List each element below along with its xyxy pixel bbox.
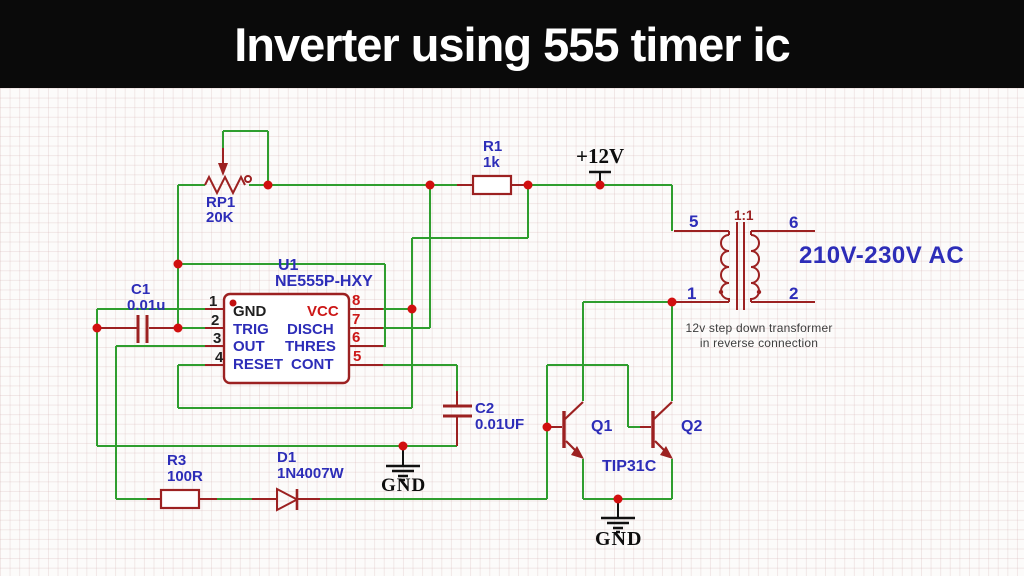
transistor-q1-symbol: [562, 401, 584, 459]
rp1-value-label: 20K: [206, 209, 234, 226]
transistor-q2-symbol: [651, 401, 673, 459]
rp1-ref-label: RP1: [206, 194, 236, 211]
q1-emitter-arrow: [571, 446, 584, 459]
transformer-note-line1: 12v step down transformer: [685, 321, 833, 335]
transformer-primary-coil: [720, 234, 730, 300]
transformer-phase-dot-right: [756, 289, 762, 295]
d1-anode-triangle: [276, 487, 300, 512]
diode-d1-symbol: [276, 487, 300, 512]
transformer-note-line2: in reverse connection: [699, 336, 819, 350]
transformer-pin2-label: 2: [789, 284, 799, 303]
gnd-label-2: GND: [595, 528, 643, 550]
resistor-r3-symbol: [159, 488, 201, 510]
transformer-symbol: [718, 222, 762, 310]
wires: [96, 130, 673, 500]
c1-value-label: 0.01u: [127, 297, 166, 314]
u1-value-label: NE555P-HXY: [275, 273, 373, 290]
wire-pot-wiper-loop: [222, 130, 269, 185]
q1-collector-emitter: [564, 401, 584, 456]
gnd1-bars: [386, 464, 420, 482]
resistor-r1-symbol: [471, 174, 513, 196]
rp1-wiper-arrow: [218, 163, 228, 176]
wire-vcc-net: [177, 185, 529, 409]
capacitor-c1-symbol: [136, 315, 149, 343]
u1-pin-name-reset: RESET: [233, 356, 284, 373]
rp1-wiper-terminal: [244, 175, 252, 183]
wire-top-rail: [178, 184, 673, 231]
transformer-pin5-label: 5: [689, 212, 699, 231]
q1-ref-label: Q1: [591, 418, 613, 435]
u1-pin-number-7: 7: [352, 311, 361, 328]
q2-ref-label: Q2: [681, 418, 703, 435]
u1-pin-name-out: OUT: [233, 338, 265, 355]
wire-trig-thres-net: [177, 185, 386, 346]
ic-pin1-marker: [229, 299, 237, 307]
u1-pin-name-gnd: GND: [233, 303, 267, 320]
u1-pin-name-trig: TRIG: [233, 321, 269, 338]
u1-pin-number-3: 3: [213, 330, 222, 347]
junction-dots: [92, 180, 677, 504]
ic-u1-body: [222, 292, 351, 385]
c2-ref-label: C2: [475, 400, 495, 417]
u1-pin-name-cont: CONT: [291, 356, 334, 373]
title-bar: Inverter using 555 timer ic: [0, 0, 1024, 88]
c2-plates: [443, 404, 472, 418]
wire-collector-net: [582, 301, 673, 401]
r1-value-label: 1k: [483, 154, 500, 171]
gnd-label-1: GND: [381, 475, 427, 496]
u1-pin-name-disch: DISCH: [287, 321, 334, 338]
q2-collector-emitter: [653, 401, 673, 456]
power-12v-label: +12V: [576, 144, 625, 168]
u1-pin-number-4: 4: [215, 349, 224, 366]
rp1-zigzag: [204, 174, 246, 196]
transformer-pin6-label: 6: [789, 213, 799, 232]
u1-pin-number-8: 8: [352, 292, 361, 309]
d1-value-label: 1N4007W: [277, 465, 344, 482]
u1-pin-number-6: 6: [352, 329, 361, 346]
c2-value-label: 0.01UF: [475, 416, 525, 433]
u1-pin-number-2: 2: [211, 312, 220, 329]
transformer-ratio-label: 1:1: [734, 208, 754, 223]
u1-pin-name-vcc: VCC: [307, 303, 339, 320]
r3-ref-label: R3: [167, 452, 187, 469]
transformer-core: [736, 222, 745, 310]
u1-pin-name-thres: THRES: [285, 338, 336, 355]
c1-ref-label: C1: [131, 281, 151, 298]
wire-base-net: [546, 364, 640, 499]
wire-out-net: [115, 345, 547, 500]
wire-emitter-net: [582, 459, 673, 500]
wire-disch-net: [383, 185, 431, 329]
q-shared-value-label: TIP31C: [602, 458, 657, 475]
c1-plates: [136, 315, 149, 343]
potentiometer-rp1-symbol: [204, 148, 252, 196]
transformer-phase-dot-left: [718, 289, 724, 295]
u1-pin-number-1: 1: [209, 293, 218, 310]
d1-ref-label: D1: [277, 449, 297, 466]
u1-ref-label: U1: [278, 257, 299, 274]
r1-ref-label: R1: [483, 138, 503, 155]
q2-emitter-arrow: [660, 446, 673, 459]
wire-cont-net: [383, 345, 458, 391]
r3-value-label: 100R: [167, 468, 203, 485]
u1-pin-number-5: 5: [353, 348, 362, 365]
page-title: Inverter using 555 timer ic: [234, 17, 791, 71]
gnd2-bars: [601, 516, 635, 534]
transformer-secondary-coil: [750, 234, 760, 300]
capacitor-c2-symbol: [443, 404, 472, 418]
ac-output-label: 210V-230V AC: [799, 242, 965, 269]
transformer-pin1-label: 1: [687, 284, 697, 303]
